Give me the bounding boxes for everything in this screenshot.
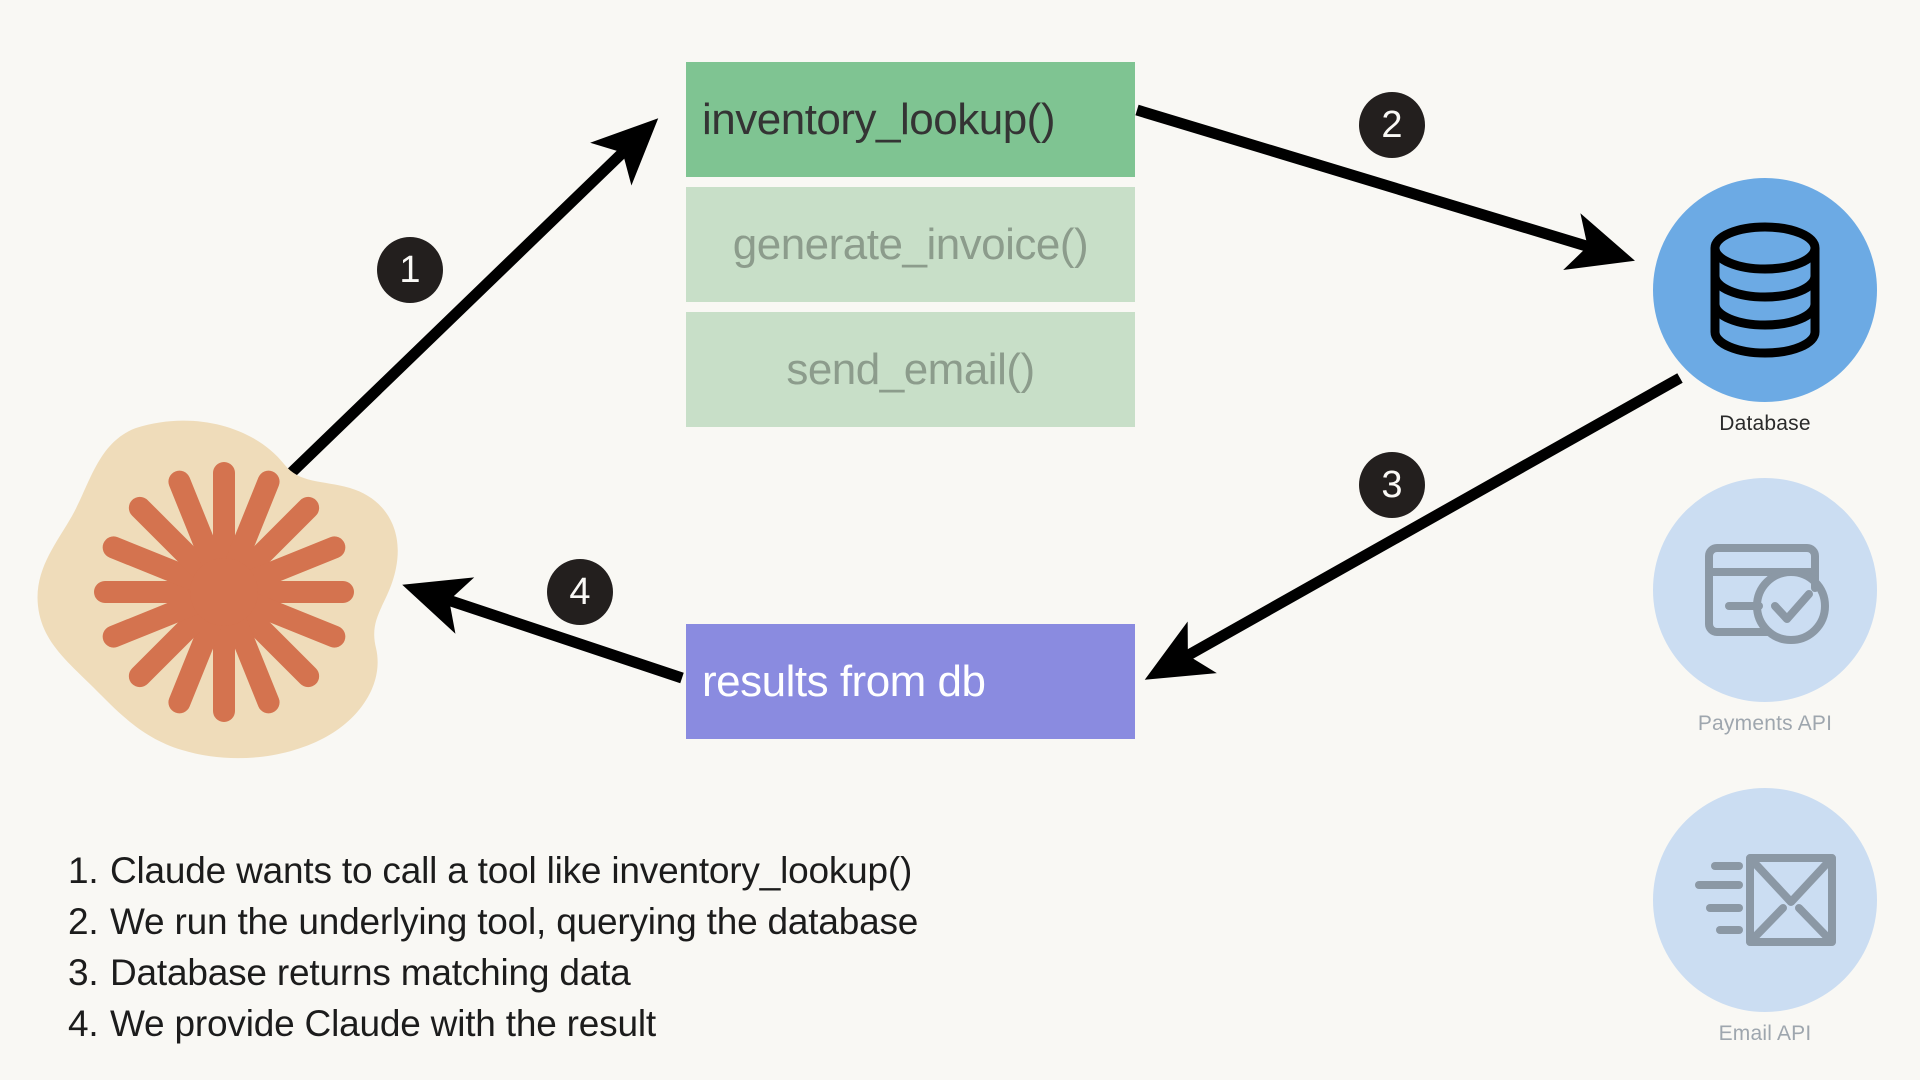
service-email-api[interactable]: Email API: [1653, 788, 1877, 1046]
tool-item-generate-invoice[interactable]: generate_invoice(): [686, 187, 1135, 302]
tool-label: generate_invoice(): [732, 219, 1089, 269]
service-payments-api[interactable]: Payments API: [1653, 478, 1877, 736]
arrow-database-to-results: [1144, 373, 1683, 680]
results-from-db-box[interactable]: results from db: [686, 624, 1135, 739]
service-label: Database: [1719, 412, 1811, 435]
list-item-number: 4.: [68, 1003, 99, 1044]
list-item: 2. We run the underlying tool, querying …: [68, 896, 1218, 947]
list-item-number: 3.: [68, 952, 99, 993]
step-badge-3: 3: [1359, 452, 1425, 518]
tool-item-inventory-lookup[interactable]: inventory_lookup(): [686, 62, 1135, 177]
list-item-text: We provide Claude with the result: [110, 1003, 656, 1044]
list-item: 4. We provide Claude with the result: [68, 998, 1218, 1049]
step-badge-number: 2: [1381, 103, 1403, 146]
database-cylinder-icon: [1710, 222, 1820, 358]
service-database[interactable]: Database: [1653, 178, 1877, 436]
claude-burst-rays: [94, 462, 354, 722]
step-badge-number: 4: [569, 570, 591, 613]
list-item-number: 2.: [68, 901, 99, 942]
claude-starburst-logo: [37, 420, 398, 759]
list-item: 1. Claude wants to call a tool like inve…: [68, 845, 1218, 896]
credit-card-check-icon: [1705, 544, 1829, 644]
service-label: Payments API: [1697, 712, 1833, 735]
service-circle: [1653, 788, 1877, 1012]
arrow-tool-to-database: [1135, 104, 1635, 271]
list-item: 3. Database returns matching data: [68, 947, 1218, 998]
arrow-results-to-claude: [402, 577, 684, 684]
list-item-text: Claude wants to call a tool like invento…: [110, 850, 913, 891]
service-circle: [1653, 178, 1877, 402]
service-circle: [1653, 478, 1877, 702]
service-label: Email API: [1718, 1022, 1812, 1045]
step-badge-2: 2: [1359, 92, 1425, 158]
tool-label: send_email(): [786, 344, 1035, 394]
envelope-send-icon: [1694, 853, 1836, 946]
tool-item-send-email[interactable]: send_email(): [686, 312, 1135, 427]
step-badge-4: 4: [547, 559, 613, 625]
arrow-claude-to-tool: [284, 118, 659, 480]
list-item-text: We run the underlying tool, querying the…: [110, 901, 919, 942]
list-item-text: Database returns matching data: [110, 952, 631, 993]
step-badge-number: 3: [1381, 463, 1403, 506]
results-label: results from db: [702, 656, 986, 706]
step-badge-number: 1: [399, 248, 421, 291]
steps-list: 1. Claude wants to call a tool like inve…: [68, 845, 1218, 1049]
tool-label: inventory_lookup(): [702, 94, 1055, 144]
list-item-number: 1.: [68, 850, 99, 891]
step-badge-1: 1: [377, 237, 443, 303]
